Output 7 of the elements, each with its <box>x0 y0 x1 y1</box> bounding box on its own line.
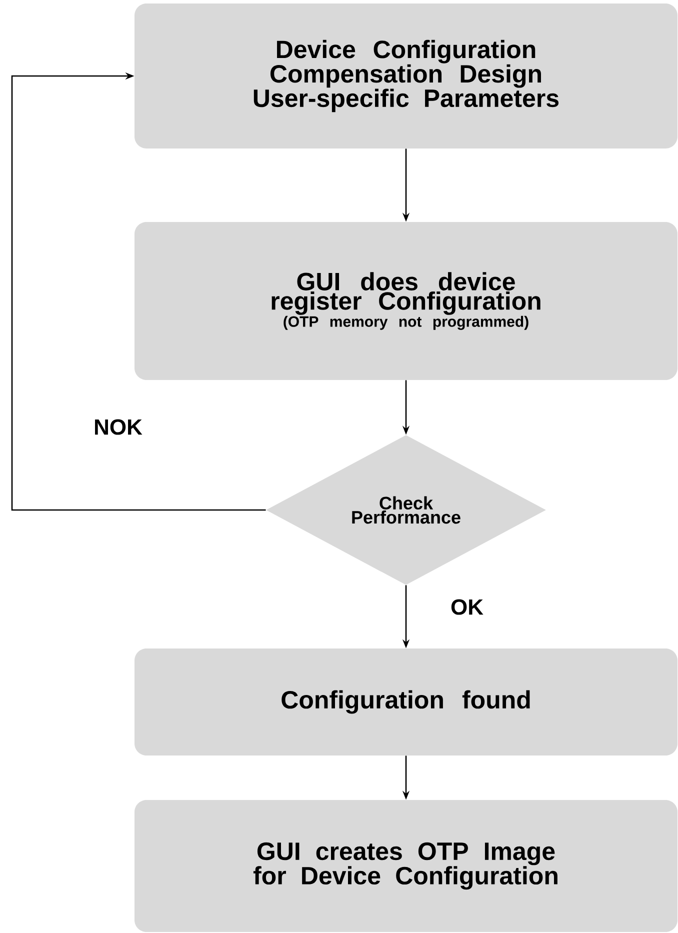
process-box: GUI does device register Configuration (OTP memory not programmed) <box>134 222 678 380</box>
edge-label: NOK <box>92 417 144 437</box>
edge-label: OK <box>448 597 486 617</box>
process-box: Device Configuration Compensation Design User-specific Parameters <box>134 4 678 148</box>
process-box: GUI creates OTP Image for Device Configuration <box>134 800 678 932</box>
process-box: Configuration found <box>134 648 678 756</box>
arrow <box>11 72 266 511</box>
